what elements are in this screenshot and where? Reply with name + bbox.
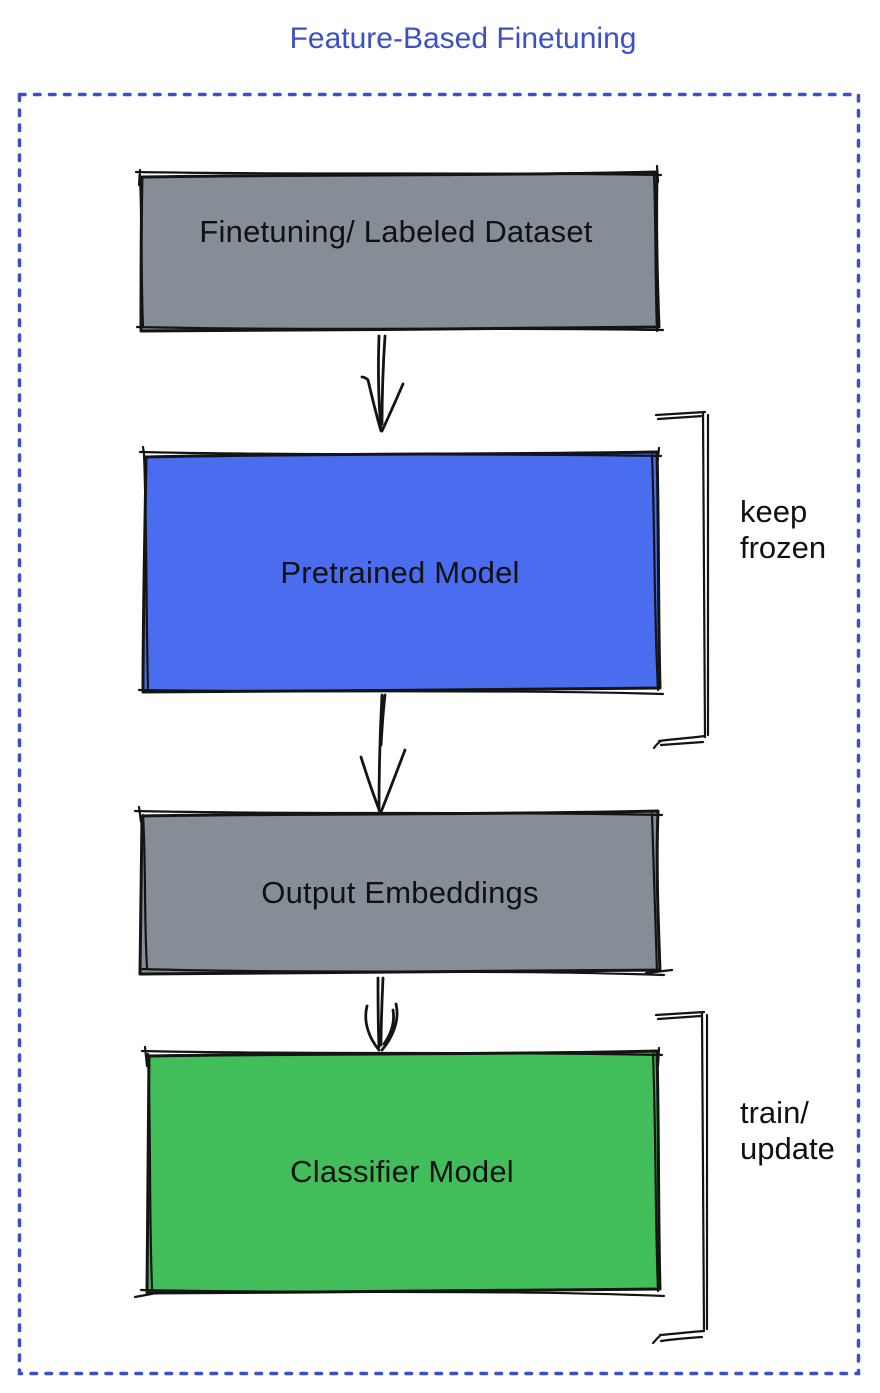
pretrained-box-label: Pretrained Model (280, 555, 520, 590)
arrow-dataset-to-pretrained (360, 334, 405, 433)
train-update-label: train/ update (740, 1095, 835, 1166)
classifier-box-sketch (133, 1045, 666, 1299)
train-update-bracket (651, 1010, 709, 1345)
diagram-title: Feature-Based Finetuning (289, 22, 637, 55)
embeddings-box (133, 805, 674, 977)
dataset-box-sketch (134, 164, 665, 333)
pretrained-box (137, 445, 665, 696)
arrow-pretrained-to-embeddings (359, 693, 407, 814)
classifier-box (133, 1045, 666, 1299)
dataset-box-shape (139, 170, 661, 333)
pretrained-box-sketch (137, 445, 665, 696)
bracket-shape (651, 1010, 709, 1345)
keep-frozen-bracket (652, 410, 710, 750)
dashed-border (17, 92, 861, 1376)
arrow-line (377, 334, 387, 430)
arrow-line (376, 976, 385, 1049)
arrow-head (359, 748, 407, 814)
dataset-box (134, 164, 665, 333)
embeddings-box-sketch (133, 805, 674, 977)
keep-frozen-label: keep frozen (740, 494, 827, 565)
bracket-shape (652, 410, 710, 750)
arrow-head (360, 375, 405, 433)
embeddings-box-label: Output Embeddings (261, 875, 539, 910)
arrow-head (364, 1002, 399, 1052)
classifier-box-label: Classifier Model (290, 1154, 514, 1189)
dataset-box-label: Finetuning/ Labeled Dataset (199, 214, 593, 249)
arrow-embeddings-to-classifier (364, 976, 399, 1052)
arrow-line (377, 693, 387, 812)
